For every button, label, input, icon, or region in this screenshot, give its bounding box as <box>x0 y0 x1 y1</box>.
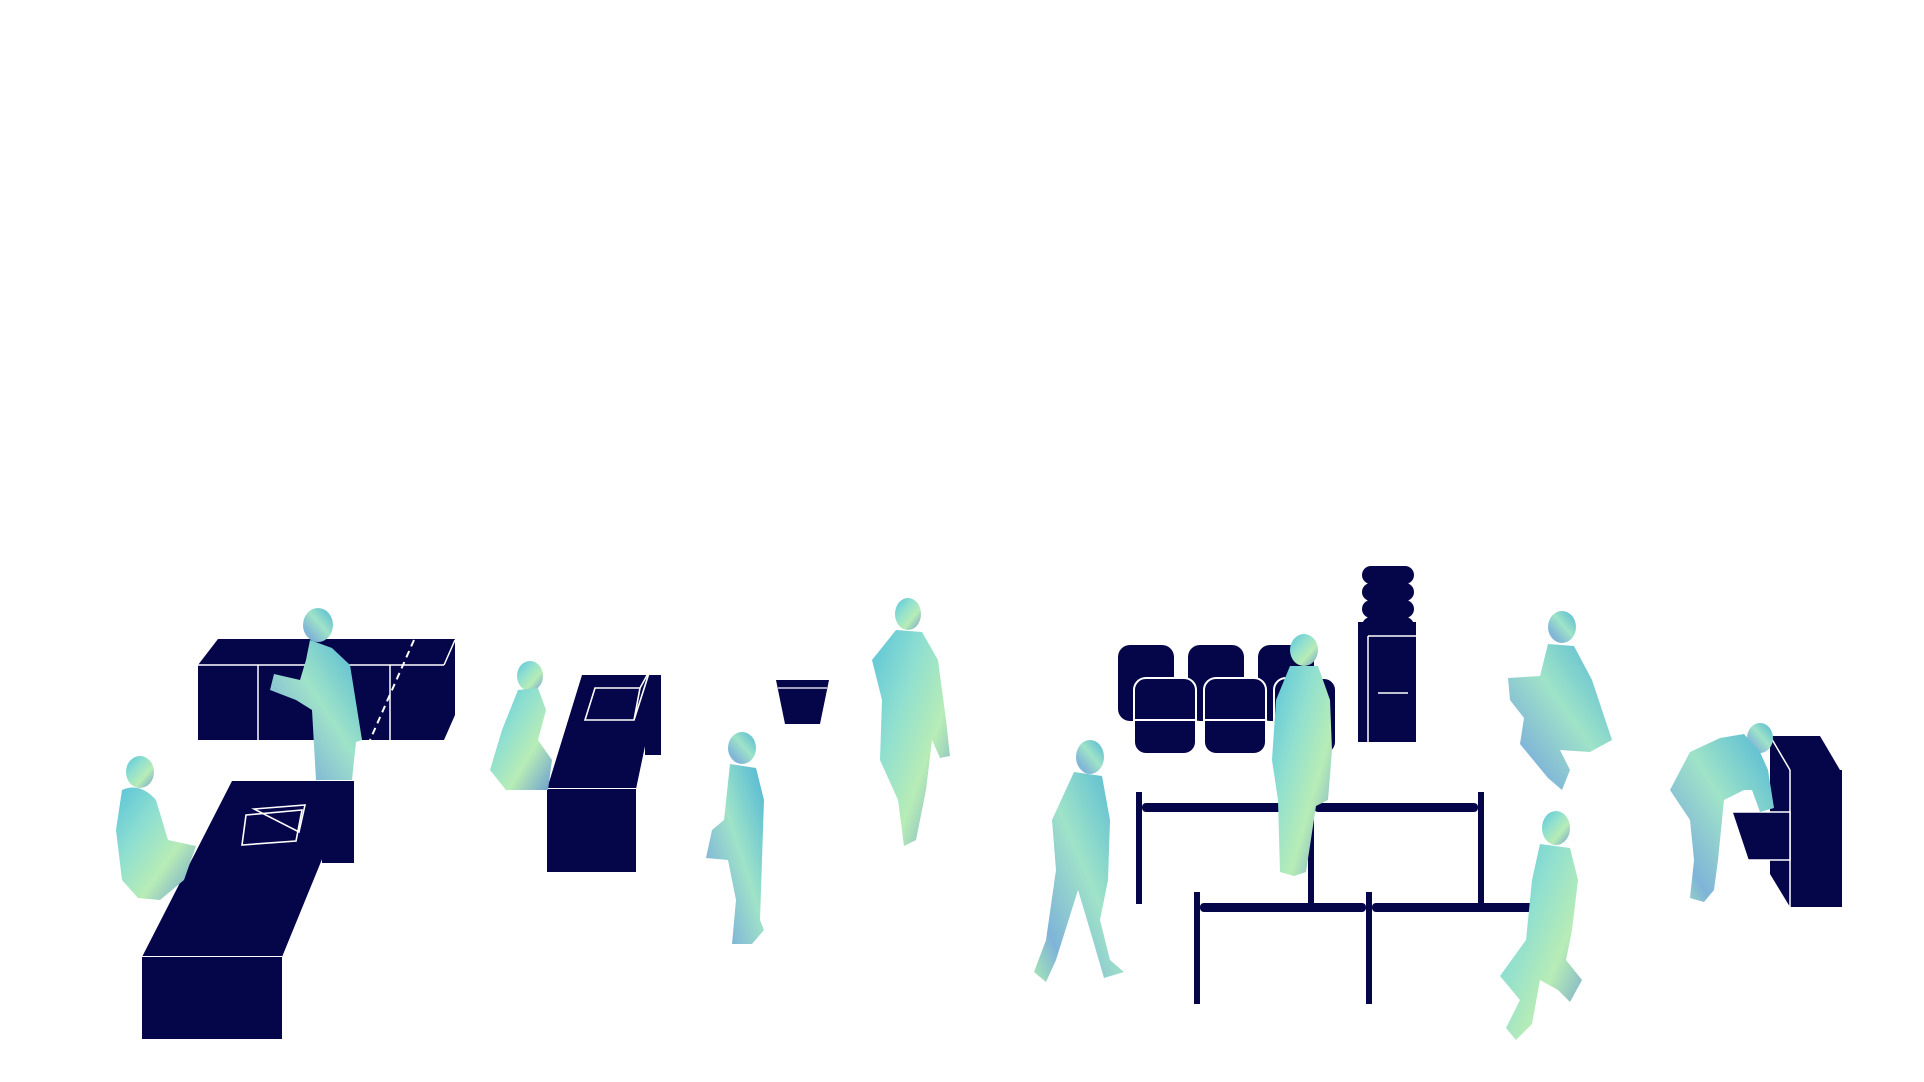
queue-barrier-back <box>1136 792 1484 904</box>
person-standing-woman <box>1272 634 1332 876</box>
person-walking-center <box>1034 740 1124 982</box>
water-cooler <box>1358 566 1416 742</box>
queue-barrier-front <box>1194 892 1536 1004</box>
person-walking-right <box>1500 811 1582 1040</box>
person-walking-phone <box>872 598 950 846</box>
tilted-table-left <box>142 781 354 1039</box>
side-cabinet <box>1730 735 1842 907</box>
person-sitting-crosslegged <box>490 661 552 790</box>
person-bending-cabinet <box>1670 723 1774 902</box>
person-sitting-reading-right <box>1508 611 1612 790</box>
person-standing-bag <box>706 732 764 944</box>
waste-bin <box>776 680 829 724</box>
person-sitting-left <box>116 756 196 900</box>
tilted-table-middle <box>547 669 661 872</box>
person-standing-reading <box>270 608 362 780</box>
